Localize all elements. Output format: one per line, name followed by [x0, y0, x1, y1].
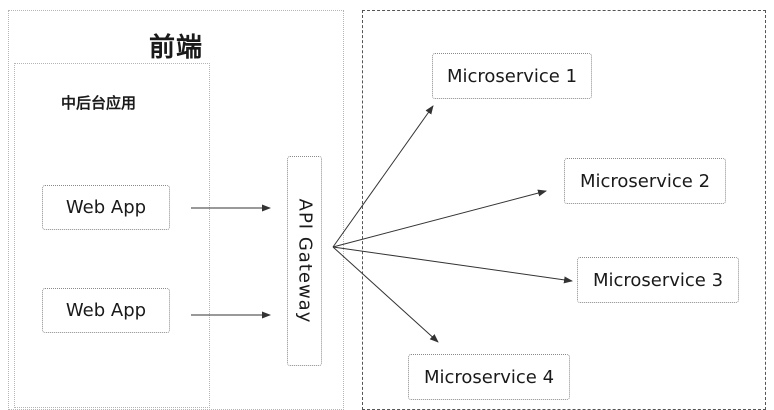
microservice-node-3[interactable]: Microservice 3 — [577, 257, 739, 303]
web-app-node-1[interactable]: Web App — [42, 185, 170, 230]
microservice-node-4[interactable]: Microservice 4 — [408, 354, 570, 400]
microservice-node-1[interactable]: Microservice 1 — [432, 53, 592, 99]
api-gateway-node[interactable]: API Gateway — [287, 156, 322, 366]
midback-app-title: 中后台应用 — [61, 94, 137, 112]
midback-app-group: 中后台应用 — [14, 63, 210, 408]
api-gateway-label: API Gateway — [294, 198, 315, 324]
microservice-node-2[interactable]: Microservice 2 — [564, 158, 726, 204]
frontend-title: 前端 — [148, 33, 203, 63]
web-app-node-2[interactable]: Web App — [42, 288, 170, 333]
